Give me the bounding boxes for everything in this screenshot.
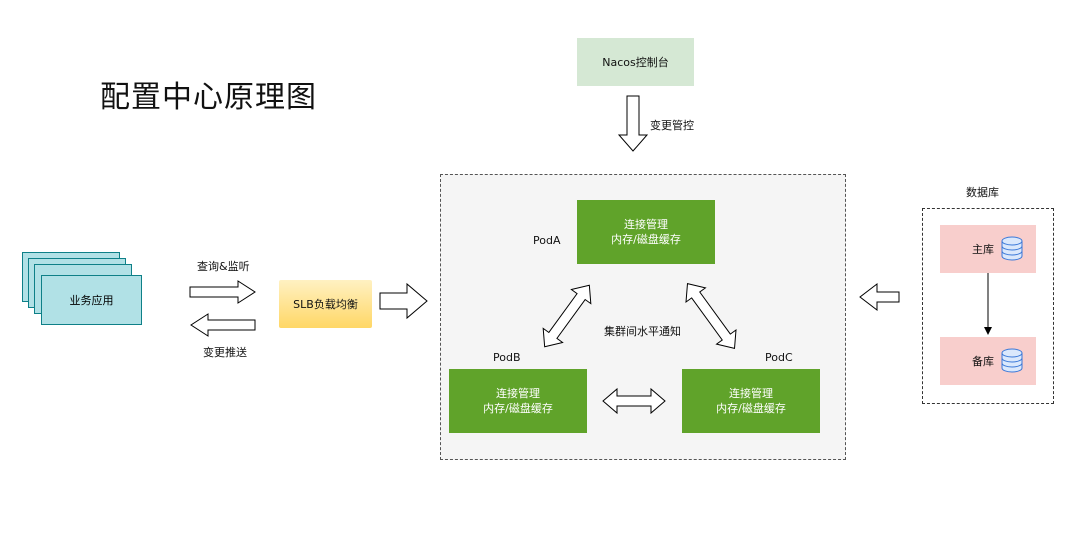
pod-a-line2: 内存/磁盘缓存 (611, 233, 681, 246)
query-listen-label: 查询&监听 (197, 260, 250, 273)
primary-db-icon (1001, 236, 1023, 261)
cluster-sync-label: 集群间水平通知 (604, 325, 681, 338)
pod-c-node: 连接管理 内存/磁盘缓存 (682, 369, 820, 433)
pod-b-name: PodB (493, 351, 521, 364)
pod-b-line1: 连接管理 (496, 387, 540, 400)
pod-a-line1: 连接管理 (624, 218, 668, 231)
business-app-node: 业务应用 (41, 275, 142, 325)
business-app-label: 业务应用 (69, 293, 114, 307)
nacos-down-arrow (617, 95, 649, 152)
replica-db-label: 备库 (972, 354, 994, 368)
slb-to-cluster-arrow (379, 282, 428, 320)
pod-a-b-double-arrow (542, 284, 592, 348)
pod-a-c-double-arrow (685, 283, 737, 349)
change-push-label: 变更推送 (203, 346, 247, 359)
push-arrow (190, 313, 256, 337)
pod-c-line1: 连接管理 (729, 387, 773, 400)
db-to-cluster-arrow (859, 282, 900, 312)
pod-b-c-double-arrow (602, 387, 666, 415)
pod-a-name: PodA (533, 234, 561, 247)
pod-b-node: 连接管理 内存/磁盘缓存 (449, 369, 587, 433)
pod-b-line2: 内存/磁盘缓存 (483, 402, 553, 415)
diagram-title: 配置中心原理图 (100, 80, 317, 115)
slb-label: SLB负载均衡 (293, 297, 358, 311)
database-label: 数据库 (966, 186, 999, 199)
nacos-console-node: Nacos控制台 (577, 38, 694, 86)
query-arrow (189, 280, 256, 304)
business-app-stack: 业务应用 (22, 252, 147, 332)
pod-c-line2: 内存/磁盘缓存 (716, 402, 786, 415)
change-control-label: 变更管控 (650, 119, 694, 132)
slb-node: SLB负载均衡 (279, 280, 372, 328)
pod-c-name: PodC (765, 351, 793, 364)
pod-a-node: 连接管理 内存/磁盘缓存 (577, 200, 715, 264)
nacos-console-label: Nacos控制台 (602, 55, 669, 69)
database-group (922, 208, 1054, 404)
primary-db-label: 主库 (972, 242, 994, 256)
replica-db-icon (1001, 348, 1023, 373)
